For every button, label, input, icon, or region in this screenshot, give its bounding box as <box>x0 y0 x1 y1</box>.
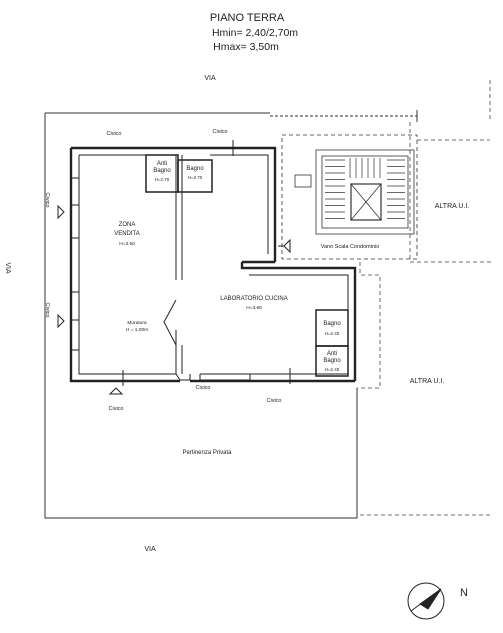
entrance-markers <box>57 140 291 395</box>
property-boundary <box>44 110 418 519</box>
plan-title: PIANO TERRA <box>210 12 285 24</box>
civico-bottom-1: Civico <box>109 406 124 412</box>
antibagno2-label-1: Anti <box>327 351 337 357</box>
antibagno1-height: H=2.70 <box>155 177 170 182</box>
bagno2-label: Bagno <box>323 321 341 327</box>
civico-top-left: Civico <box>107 131 122 137</box>
zona-vendita-label-2: VENDITA <box>114 231 140 237</box>
height-min: Hmin= 2,40/2,70m <box>212 27 298 39</box>
zona-vendita-height: H=3.50 <box>119 241 135 247</box>
compass-north-label: N <box>460 587 468 599</box>
street-label-top: VIA <box>204 75 216 82</box>
civico-bottom-3: Civico <box>267 398 282 404</box>
vano-scala-label: Vano Scala Condominio <box>321 244 380 250</box>
pertinenza-label: Pertinenza Privata <box>182 450 232 456</box>
bagno2-height: H=2.40 <box>325 331 340 336</box>
antibagno2-height: H=2.40 <box>325 367 340 372</box>
bathroom-block-right <box>315 309 349 377</box>
altra-ui-label-2: ALTRA U.I. <box>410 378 445 385</box>
muratura-label-2: H = 1,00m <box>126 327 148 333</box>
civico-left-upper: Civico <box>44 193 50 208</box>
civico-bottom-2: Civico <box>196 385 211 391</box>
laboratorio-height: H=3.60 <box>246 305 262 311</box>
muratura-label-1: Muratura <box>127 320 147 326</box>
civico-top-right: Civico <box>213 129 228 135</box>
bagno1-label: Bagno <box>186 166 204 172</box>
street-label-left: VIA <box>4 262 11 274</box>
muratura-wall <box>163 299 177 346</box>
laboratorio-label: LABORATORIO CUCINA <box>220 296 287 302</box>
stair-steps <box>325 158 405 219</box>
bathroom-block-top <box>145 154 213 193</box>
height-max: Hmax= 3,50m <box>213 41 279 53</box>
street-label-bottom: VIA <box>144 546 156 553</box>
neighbour-boundaries <box>357 80 493 516</box>
antibagno1-label-1: Anti <box>157 161 167 167</box>
antibagno1-label-2: Bagno <box>153 168 171 174</box>
antibagno2-label-2: Bagno <box>323 358 341 364</box>
bagno1-height: H=2.70 <box>188 175 203 180</box>
windows-left <box>71 177 79 351</box>
building-walls <box>69 146 357 383</box>
inner-wall-lines <box>78 154 349 381</box>
altra-ui-label-1: ALTRA U.I. <box>435 203 470 210</box>
zona-vendita-label-1: ZONA <box>119 222 136 228</box>
civico-left-lower: Civico <box>44 303 50 318</box>
compass-icon <box>407 582 445 620</box>
stair-core <box>281 134 418 260</box>
